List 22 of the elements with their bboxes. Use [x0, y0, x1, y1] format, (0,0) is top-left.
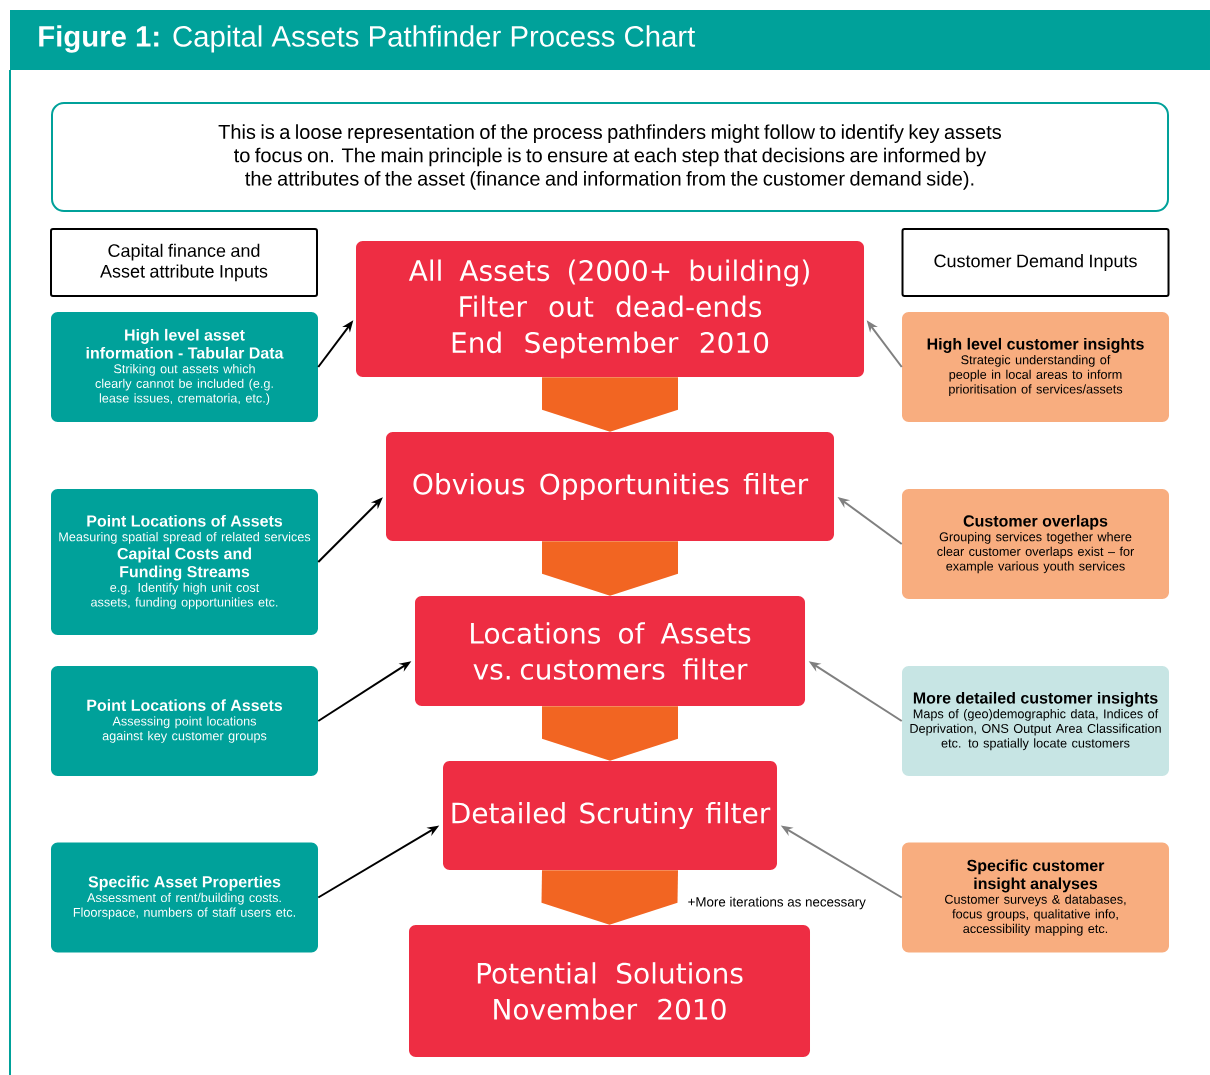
input-box: High level customer insights Strategic understanding of people in local areas to inform prioritisation of services/assets: [902, 312, 1169, 422]
input-box: Point Locations of Assets Assessing point locations against key customer groups: [51, 666, 318, 776]
column-header-box: Customer Demand Inputs: [901, 228, 1170, 297]
input-box: Specific customer insight analyses Customer surveys & databases, focus groups, qualitative info, accessibility mapping etc.: [902, 842, 1169, 953]
title-bar: Figure 1: Capital Assets Pathfinder Process Chart: [10, 10, 1210, 70]
process-box: Detailed Scrutiny filter: [443, 761, 777, 870]
intro-box: This is a loose representation of the process pathfinders might follow to identify key assets to focus on. The main principle is to ensure at each step that decisions are informed by the attributes of the asset (finance and information from the customer demand side).: [51, 102, 1169, 212]
chevron-arrow: [542, 377, 678, 432]
chevron-arrow: [542, 541, 678, 596]
input-box: More detailed customer insights Maps of (geo)demographic data, Indices of Deprivation, ONS Output Area Classification etc. to spatially locate customers: [902, 666, 1169, 776]
chevron-arrow: [542, 706, 678, 761]
process-box: Potential Solutions November 2010: [409, 925, 810, 1057]
note-text: +More iterations as necessary: [688, 896, 866, 910]
input-box: Specific Asset Properties Assessment of rent/building costs. Floorspace, numbers of staff users etc.: [51, 842, 318, 953]
column-header-box: Capital finance and Asset attribute Inputs: [50, 228, 318, 297]
chevron-arrow: [541, 870, 678, 925]
process-box: Obvious Opportunities filter: [386, 432, 834, 541]
input-box: Point Locations of Assets Measuring spatial spread of related services Capital Costs and Funding Streams e.g. Identify high unit cost assets, funding opportunities etc.: [51, 489, 318, 635]
process-box: All Assets (2000+ building) Filter out dead-ends End September 2010: [356, 241, 864, 377]
input-box: Customer overlaps Grouping services together where clear customer overlaps exist – for example various youth services: [902, 489, 1169, 599]
input-box: High level asset information - Tabular Data Striking out assets which clearly cannot be included (e.g. lease issues, crematoria, etc.): [51, 312, 318, 422]
process-box: Locations of Assets vs. customers filter: [415, 596, 805, 706]
